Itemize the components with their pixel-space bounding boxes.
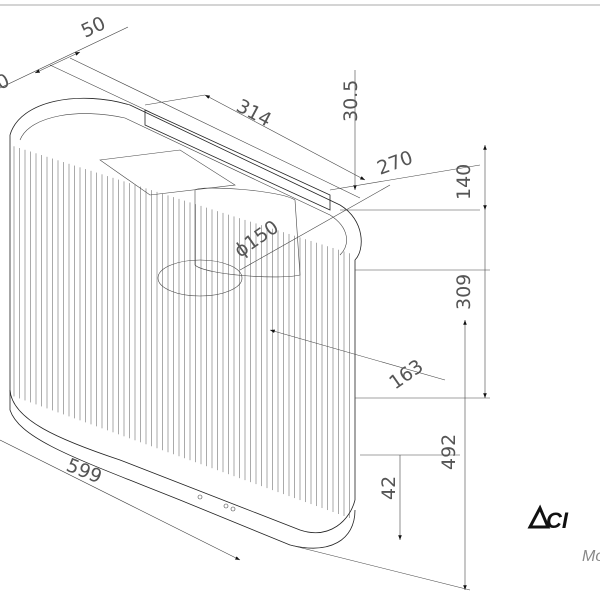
dim-492: 492 — [438, 434, 460, 470]
dim-left: 0 — [0, 69, 13, 94]
brand-logo-icon — [527, 504, 551, 529]
dim-314: 314 — [233, 95, 275, 131]
control-button — [230, 506, 236, 512]
dim-150: ϕ150 — [230, 216, 283, 262]
model-label: Mo — [582, 548, 600, 565]
dim-309: 309 — [453, 274, 475, 310]
control-button — [223, 503, 229, 509]
grease-filter — [99, 149, 236, 196]
dim-270: 270 — [374, 147, 416, 180]
dimension-lines — [0, 26, 490, 591]
dim-42: 42 — [378, 476, 400, 500]
hood-body — [9, 97, 362, 549]
dim-30-5: 30.5 — [340, 80, 362, 122]
brand-logo-text: CI — [546, 508, 568, 533]
dim-140: 140 — [453, 164, 475, 200]
control-button — [197, 494, 203, 500]
dim-163: 163 — [385, 355, 427, 394]
vertical-ribs — [13, 146, 350, 519]
dim-599: 599 — [63, 454, 105, 488]
